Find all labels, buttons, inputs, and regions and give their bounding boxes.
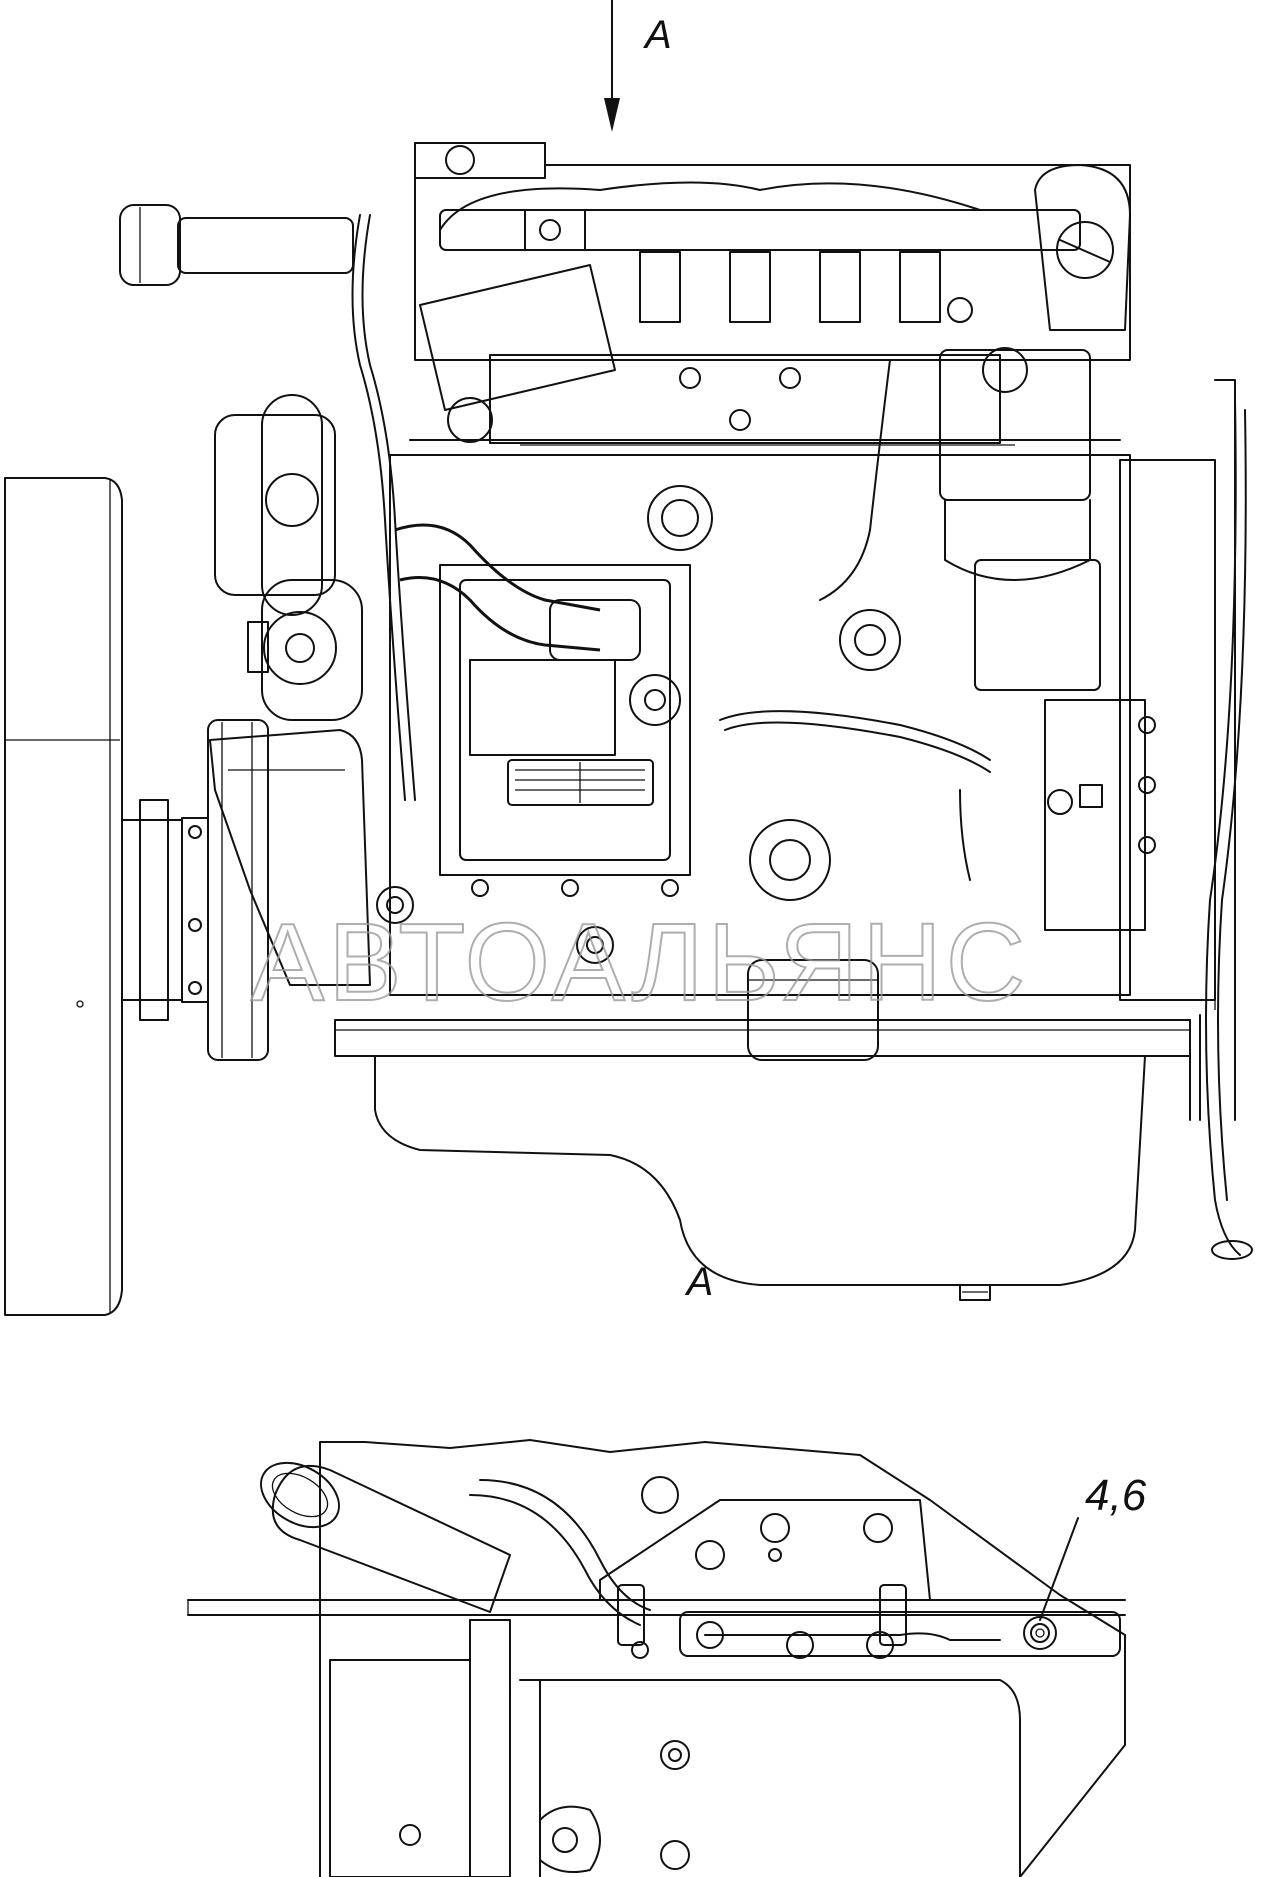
- sump-rail: [334, 1019, 1191, 1057]
- fuel-rail: [439, 181, 1081, 323]
- oil-filler-pipe: [119, 204, 354, 286]
- alternator: [247, 579, 363, 721]
- ecu-module: [439, 564, 691, 876]
- flywheel: [4, 477, 123, 1316]
- ecu-connector-pins: [515, 762, 645, 803]
- view-arrow-a: [604, 0, 620, 132]
- item-4-6-bolt: [1023, 1517, 1079, 1650]
- block-bolts: [471, 819, 831, 964]
- engine-side-view: [4, 0, 1253, 1316]
- detail-oil-filler-pipe: [260, 1461, 511, 1613]
- oil-filter: [747, 959, 879, 1061]
- detail-hose: [469, 1476, 907, 1659]
- view-arrow-label: A: [643, 13, 672, 57]
- detail-lower: [329, 1619, 1021, 1877]
- tensioner-pulley: [214, 394, 336, 616]
- watermark: АВТОАЛЬЯНС: [250, 900, 1029, 1025]
- lifting-eye: [1034, 164, 1131, 331]
- coolant-hose: [394, 523, 641, 661]
- crankshaft-hub: [121, 799, 209, 1021]
- engine-block: [389, 379, 1236, 1121]
- watermark-text: АВТОАЛЬЯНС: [251, 901, 1029, 1024]
- wiring-harness: [351, 214, 1103, 881]
- intake-tag: [419, 264, 616, 443]
- crank-pulley: [207, 719, 269, 1061]
- thermostat-housing: [647, 485, 901, 671]
- view-a-title: A: [685, 1260, 714, 1304]
- detail-rail: [679, 1611, 1121, 1659]
- oil-pan: [374, 1055, 1146, 1301]
- detail-bracket: [599, 1499, 931, 1601]
- rocker-cover: [489, 354, 1001, 444]
- callout-label-4-6: 4,6: [1085, 1471, 1147, 1520]
- fuel-filter: [939, 347, 1146, 931]
- front-bracket: [209, 729, 414, 986]
- right-cable: [1189, 399, 1253, 1260]
- detail-view-a: 4,6: [187, 1439, 1147, 1877]
